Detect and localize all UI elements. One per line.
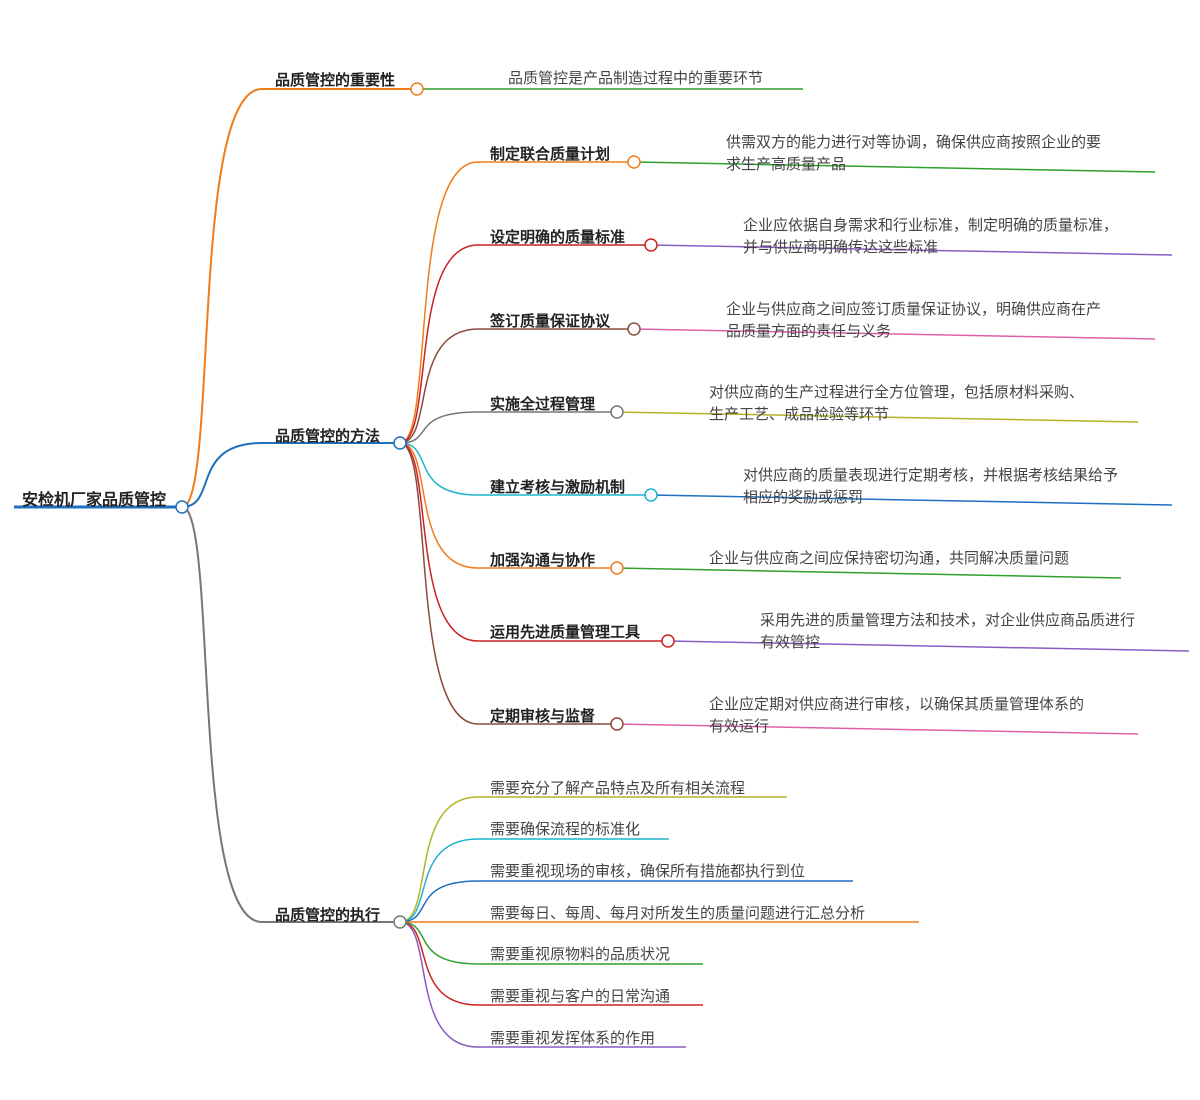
method-quality-standard[interactable]: 设定明确的质量标准 [490,228,626,246]
leaf-method-5[interactable]: 企业与供应商之间应保持密切沟通，共同解决质量问题 [709,547,1069,569]
underline-leaf-method-4 [650,494,1173,506]
connector-root-methods [181,442,263,508]
knot-topic-execution[interactable] [393,915,407,929]
leaf-method-0-line-1: 供需双方的能力进行对等协调，确保供应商按照企业的要 [726,133,1102,151]
leaf-method-6-line-2: 有效管控 [760,633,821,651]
connector-methods-0 [399,161,479,444]
knot-method-2[interactable] [627,322,641,336]
leaf-method-4-line-2: 相应的奖励或惩罚 [743,488,864,506]
leaf-method-6-line-1: 采用先进的质量管理方法和技术，对企业供应商品质进行 [760,611,1136,629]
topic-execution[interactable]: 品质管控的执行 [275,906,381,924]
underline-leaf-method-1 [650,244,1173,256]
connector-methods-3 [399,411,479,444]
connector-methods-1 [399,244,479,444]
knot-topic-methods[interactable] [393,436,407,450]
connector-execution-6 [399,921,479,1048]
method-full-process[interactable]: 实施全过程管理 [490,395,596,413]
topic-importance[interactable]: 品质管控的重要性 [275,71,396,89]
leaf-method-7-line-1: 企业应定期对供应商进行审核，以确保其质量管理体系的 [709,695,1085,713]
leaf-execution-0[interactable]: 需要充分了解产品特点及所有相关流程 [490,779,746,797]
method-assessment-incentive[interactable]: 建立考核与激励机制 [490,478,626,496]
connector-methods-2 [399,328,479,444]
knot-method-5[interactable] [610,561,624,575]
connector-methods-4 [399,442,479,496]
leaf-method-3[interactable]: 对供应商的生产过程进行全方位管理，包括原材料采购、 生产工艺、成品检验等环节 [709,381,1084,425]
leaf-method-1[interactable]: 企业应依据自身需求和行业标准，制定明确的质量标准， 并与供应商明确传达这些标准 [743,214,1118,258]
underline-leaf-method-2 [633,328,1156,340]
underline-leaf-method-6 [667,640,1190,652]
connector-root-importance [181,88,263,508]
leaf-method-5-line-1: 企业与供应商之间应保持密切沟通，共同解决质量问题 [709,549,1070,567]
leaf-execution-6[interactable]: 需要重视发挥体系的作用 [490,1029,656,1047]
connector-methods-7 [399,442,479,725]
underline-leaf-method-3 [616,411,1139,423]
connector-methods-5 [399,442,479,569]
leaf-method-7-line-2: 有效运行 [709,717,770,735]
root-topic[interactable]: 安检机厂家品质管控 [22,490,167,509]
leaf-method-3-line-2: 生产工艺、成品检验等环节 [709,405,890,423]
knot-method-0[interactable] [627,155,641,169]
method-joint-quality-plan[interactable]: 制定联合质量计划 [490,145,611,163]
leaf-method-2-line-1: 企业与供应商之间应签订质量保证协议，明确供应商在产 [726,300,1102,318]
leaf-execution-1[interactable]: 需要确保流程的标准化 [490,820,641,838]
leaf-method-4[interactable]: 对供应商的质量表现进行定期考核，并根据考核结果给予 相应的奖励或惩罚 [743,464,1118,508]
connector-methods-6 [399,442,479,642]
leaf-execution-4[interactable]: 需要重视原物料的品质状况 [490,945,671,963]
method-quality-agreement[interactable]: 签订质量保证协议 [490,312,611,330]
knot-method-1[interactable] [644,238,658,252]
knot-method-7[interactable] [610,717,624,731]
connector-execution-0 [399,796,479,923]
knot-topic-importance[interactable] [410,82,424,96]
knot-method-4[interactable] [644,488,658,502]
knot-root[interactable] [175,500,189,514]
leaf-execution-5[interactable]: 需要重视与客户的日常沟通 [490,987,671,1005]
leaf-method-6[interactable]: 采用先进的质量管理方法和技术，对企业供应商品质进行 有效管控 [760,609,1135,653]
underline-leaf-method-5 [616,567,1122,579]
connector-root-execution [181,506,263,923]
underline-leaf-method-7 [616,723,1139,735]
leaf-method-1-line-1: 企业应依据自身需求和行业标准，制定明确的质量标准， [743,216,1119,234]
method-advanced-tools[interactable]: 运用先进质量管理工具 [490,623,641,641]
connector-execution-2 [399,880,479,923]
topic-methods[interactable]: 品质管控的方法 [275,427,381,445]
leaf-execution-3[interactable]: 需要每日、每周、每月对所发生的质量问题进行汇总分析 [490,904,866,922]
leaf-execution-2[interactable]: 需要重视现场的审核，确保所有措施都执行到位 [490,862,806,880]
leaf-method-2[interactable]: 企业与供应商之间应签订质量保证协议，明确供应商在产 品质量方面的责任与义务 [726,298,1101,342]
leaf-importance-0[interactable]: 品质管控是产品制造过程中的重要环节 [508,69,764,87]
knot-method-3[interactable] [610,405,624,419]
leaf-method-7[interactable]: 企业应定期对供应商进行审核，以确保其质量管理体系的 有效运行 [709,693,1084,737]
leaf-method-1-line-2: 并与供应商明确传达这些标准 [743,238,939,256]
connector-execution-1 [399,838,479,923]
connector-execution-4 [399,921,479,965]
leaf-method-0[interactable]: 供需双方的能力进行对等协调，确保供应商按照企业的要 求生产高质量产品 [726,131,1101,175]
leaf-method-3-line-1: 对供应商的生产过程进行全方位管理，包括原材料采购、 [709,383,1085,401]
leaf-method-4-line-1: 对供应商的质量表现进行定期考核，并根据考核结果给予 [743,466,1119,484]
knot-method-6[interactable] [661,634,675,648]
method-communication[interactable]: 加强沟通与协作 [490,551,596,569]
connector-execution-5 [399,921,479,1006]
underline-leaf-method-0 [633,161,1156,173]
leaf-method-2-line-2: 品质量方面的责任与义务 [726,322,892,340]
leaf-method-0-line-2: 求生产高质量产品 [726,155,847,173]
method-audit-supervision[interactable]: 定期审核与监督 [490,707,596,725]
